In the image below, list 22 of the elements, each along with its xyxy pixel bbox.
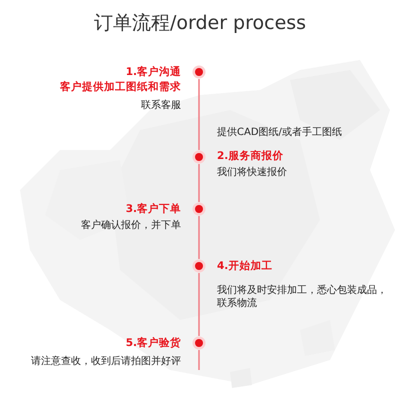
timeline-line: [198, 79, 200, 150]
step-title: 2.服务商报价: [217, 150, 284, 164]
step-title: 4.开始加工: [217, 260, 272, 274]
timeline-line: [198, 273, 200, 336]
step-title: 3.客户下单: [126, 203, 181, 217]
step-description: 提供CAD图纸/或者手工图纸: [217, 126, 342, 139]
step-description: 请注意查收，收到后请拍图并好评: [31, 355, 181, 368]
timeline-line: [198, 164, 200, 202]
step-title: 1.客户沟通: [126, 66, 181, 80]
timeline-dot: [192, 202, 206, 216]
step-title: 5.客户验货: [126, 337, 181, 351]
timeline-dot: [192, 150, 206, 164]
timeline-dot: [192, 259, 206, 273]
step-description: 我们将快速报价: [217, 166, 287, 179]
timeline-dot: [192, 65, 206, 79]
step-title: 客户提供加工图纸和需求: [60, 81, 181, 95]
step-description: 我们将及时安排加工，悉心包装成品，联系物流: [217, 284, 388, 310]
timeline-dot: [192, 336, 206, 350]
timeline-line: [198, 216, 200, 259]
step-description: 客户确认报价，并下单: [81, 219, 181, 232]
contact-text: 联系客服: [141, 99, 181, 112]
title: 订单流程/order process: [94, 12, 306, 34]
